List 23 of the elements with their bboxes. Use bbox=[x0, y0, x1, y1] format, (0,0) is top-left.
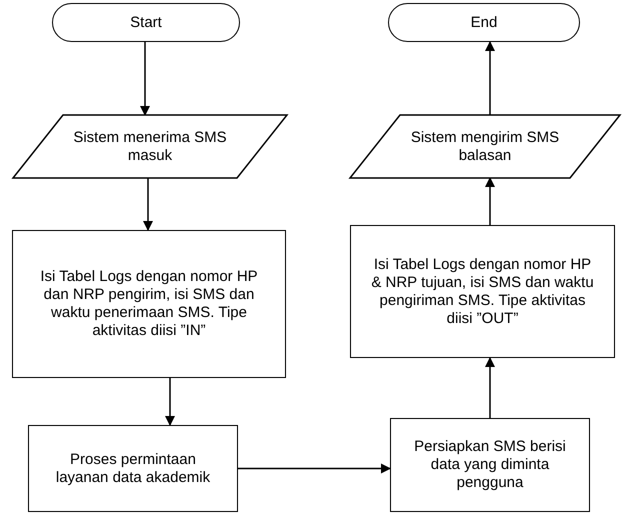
arrow bbox=[485, 41, 495, 115]
arrow bbox=[140, 42, 150, 116]
process-box bbox=[390, 418, 590, 512]
arrow bbox=[143, 178, 153, 231]
io-parallelogram bbox=[13, 115, 287, 178]
process-box bbox=[12, 230, 286, 378]
arrow bbox=[485, 177, 495, 225]
arrow bbox=[165, 378, 175, 426]
process-box bbox=[350, 225, 615, 358]
arrow bbox=[238, 464, 391, 474]
terminal-shape bbox=[388, 3, 580, 42]
terminal-shape bbox=[52, 3, 240, 42]
node-label: Isi Tabel Logs dengan nomor HP & NRP tujuan, isi SMS dan waktu pengiriman SMS. Tipe aktivitas diisi ”OUT” bbox=[370, 256, 595, 328]
io-parallelogram bbox=[350, 115, 620, 178]
node-label: Isi Tabel Logs dengan nomor HP dan NRP pengirim, isi SMS dan waktu penerimaan SMS. Tipe aktivitas diisi ”IN” bbox=[39, 268, 259, 340]
node-label: Sistem menerima SMS masuk bbox=[73, 128, 227, 164]
process-box bbox=[28, 425, 238, 512]
node-label: Persiapkan SMS berisi data yang diminta pengguna bbox=[413, 438, 567, 492]
node-label: End bbox=[470, 14, 498, 32]
node-label: Start bbox=[130, 14, 162, 32]
node-label: Sistem mengirim SMS balasan bbox=[410, 128, 560, 164]
node-label: Proses permintaan layanan data akademik bbox=[54, 450, 212, 486]
arrow bbox=[485, 357, 495, 418]
